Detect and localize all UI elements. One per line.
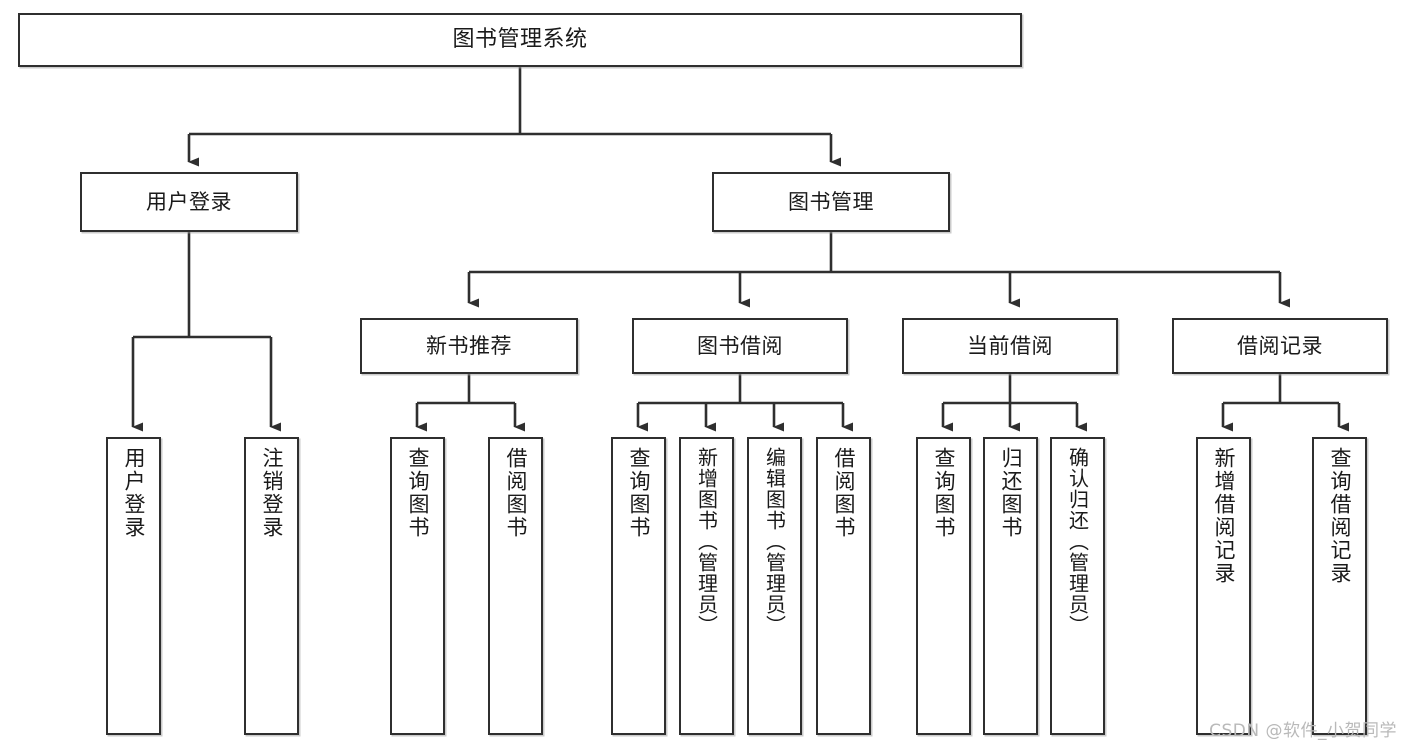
node-leaf-cb-return-book-label: 归还图书 <box>999 447 1023 539</box>
node-leaf-br-query-record-label: 查询借阅记录 <box>1328 447 1352 585</box>
node-leaf-logout-label: 注销登录 <box>260 447 284 539</box>
node-leaf-nb-borrow-book-label: 借阅图书 <box>504 447 528 539</box>
node-leaf-br-add-record-label: 新增借阅记录 <box>1212 447 1236 585</box>
node-new-book-recommend: 新书推荐 <box>360 318 578 374</box>
node-borrow-record: 借阅记录 <box>1172 318 1388 374</box>
node-leaf-bb-query-book-label: 查询图书 <box>627 447 651 539</box>
node-root-system-label: 图书管理系统 <box>452 27 588 53</box>
node-leaf-logout: 注销登录 <box>244 437 299 735</box>
node-current-borrow: 当前借阅 <box>902 318 1118 374</box>
node-user-login-label: 用户登录 <box>146 189 232 214</box>
node-current-borrow-label: 当前借阅 <box>967 333 1053 358</box>
node-borrow-record-label: 借阅记录 <box>1237 333 1323 358</box>
node-leaf-bb-add-book: 新增图书（管理员） <box>679 437 734 735</box>
node-new-book-recommend-label: 新书推荐 <box>426 333 512 358</box>
node-leaf-bb-borrow-book-label: 借阅图书 <box>832 447 856 539</box>
node-leaf-user-login-label: 用户登录 <box>122 447 146 539</box>
node-leaf-bb-add-book-label: 新增图书（管理员） <box>694 447 719 636</box>
node-leaf-bb-borrow-book: 借阅图书 <box>816 437 871 735</box>
node-leaf-bb-edit-book-label: 编辑图书（管理员） <box>762 447 787 636</box>
node-leaf-cb-confirm-return: 确认归还（管理员） <box>1050 437 1105 735</box>
node-leaf-cb-query-book-label: 查询图书 <box>932 447 956 539</box>
node-leaf-cb-confirm-return-label: 确认归还（管理员） <box>1065 447 1090 636</box>
node-leaf-nb-borrow-book: 借阅图书 <box>488 437 543 735</box>
node-user-login: 用户登录 <box>80 172 298 232</box>
node-leaf-br-query-record: 查询借阅记录 <box>1312 437 1367 735</box>
node-leaf-br-add-record: 新增借阅记录 <box>1196 437 1251 735</box>
node-leaf-user-login: 用户登录 <box>106 437 161 735</box>
node-leaf-cb-query-book: 查询图书 <box>916 437 971 735</box>
node-book-manage-label: 图书管理 <box>788 189 874 214</box>
node-leaf-nb-query-book-label: 查询图书 <box>406 447 430 539</box>
node-leaf-bb-query-book: 查询图书 <box>611 437 666 735</box>
node-leaf-nb-query-book: 查询图书 <box>390 437 445 735</box>
node-leaf-cb-return-book: 归还图书 <box>983 437 1038 735</box>
node-book-manage: 图书管理 <box>712 172 950 232</box>
node-book-borrow-label: 图书借阅 <box>697 333 783 358</box>
node-root-system: 图书管理系统 <box>18 13 1022 67</box>
node-leaf-bb-edit-book: 编辑图书（管理员） <box>747 437 802 735</box>
node-book-borrow: 图书借阅 <box>632 318 848 374</box>
csdn-watermark: CSDN @软件_小贺同学 <box>1209 721 1397 741</box>
